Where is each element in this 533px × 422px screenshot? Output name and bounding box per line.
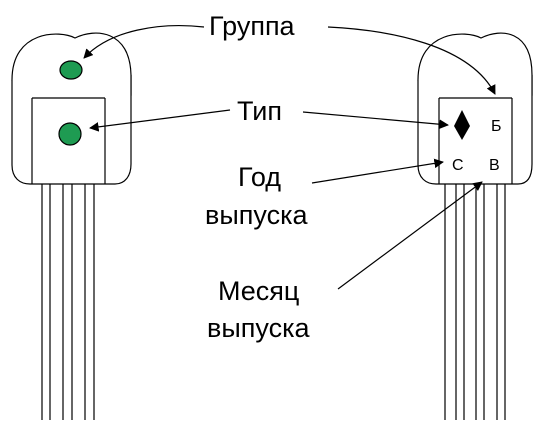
group-code-mark: Б	[491, 118, 502, 135]
left-group-dot-icon	[59, 60, 83, 80]
left-transistor	[11, 32, 132, 420]
label-month-line2: выпуска	[207, 313, 310, 343]
label-year-line1: Год	[238, 162, 281, 192]
label-group: Группа	[209, 11, 296, 41]
month-code-mark: В	[489, 157, 500, 174]
arrow-month	[337, 181, 483, 290]
arrows	[83, 25, 496, 290]
right-leads	[444, 184, 506, 420]
arrow-group-right	[327, 26, 496, 95]
right-transistor: Б С В	[417, 32, 533, 420]
type-diamond-icon	[454, 110, 470, 140]
arrow-type-left	[89, 109, 231, 132]
arrow-type-right	[302, 111, 449, 130]
year-code-mark: С	[452, 157, 464, 174]
arrow-group-left	[83, 25, 205, 59]
label-month-line1: Месяц	[218, 276, 299, 306]
label-year-line2: выпуска	[205, 200, 308, 230]
label-type: Тип	[237, 96, 282, 126]
left-type-dot-icon	[58, 122, 82, 146]
left-leads	[41, 184, 95, 420]
arrow-year	[311, 158, 444, 184]
right-transistor-body	[417, 75, 533, 185]
